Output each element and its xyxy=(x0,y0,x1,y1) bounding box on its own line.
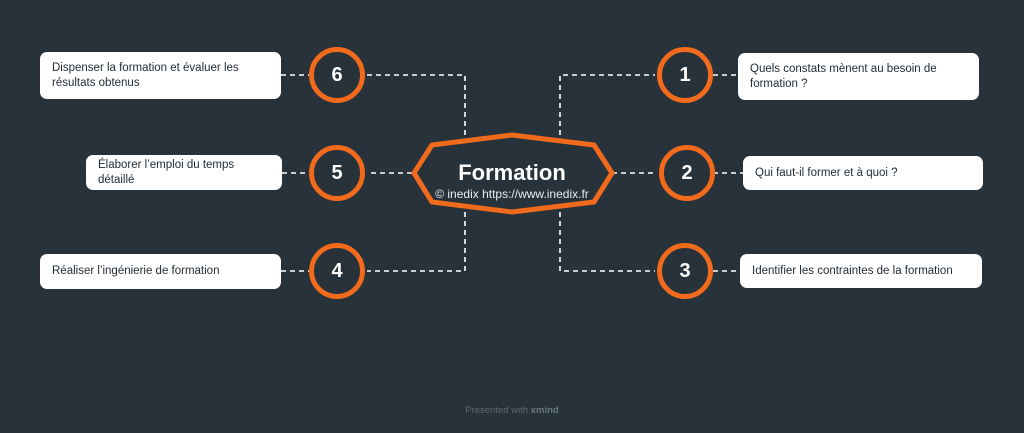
step-5-text: Élaborer l’emploi du temps détaillé xyxy=(98,158,235,186)
copyright-watermark: © inedix https://www.inedix.fr xyxy=(435,187,589,201)
step-1-number: 1 xyxy=(679,63,691,86)
xmind-brand: xmind xyxy=(530,405,559,416)
footer-prefix: Presented with xyxy=(465,405,529,416)
connector-4 xyxy=(367,212,466,272)
connector-6 xyxy=(367,74,466,135)
connector-3 xyxy=(559,212,655,272)
presented-with-footer: Presented with xmind xyxy=(0,405,1024,416)
step-5-number: 5 xyxy=(331,161,343,184)
step-2-text: Qui faut-il former et à quoi ? xyxy=(755,166,898,179)
step-3-circle[interactable]: 3 xyxy=(657,243,713,299)
step-2-circle[interactable]: 2 xyxy=(659,145,715,201)
step-5-circle[interactable]: 5 xyxy=(309,145,365,201)
center-hexagon xyxy=(411,132,615,215)
connector-1 xyxy=(559,74,655,135)
step-5-card[interactable]: Élaborer l’emploi du temps détaillé xyxy=(86,155,282,190)
step-3-number: 3 xyxy=(679,259,691,282)
step-4-text: Réaliser l’ingénierie de formation xyxy=(52,265,220,277)
center-topic-title[interactable]: Formation xyxy=(458,160,566,185)
step-4-number: 4 xyxy=(331,259,343,282)
step-2-number: 2 xyxy=(681,161,693,184)
step-6-circle[interactable]: 6 xyxy=(309,47,365,103)
step-1-text: Quels constats mènent au besoin de forma… xyxy=(750,62,937,90)
step-4-card[interactable]: Réaliser l’ingénierie de formation xyxy=(40,254,281,289)
step-1-card[interactable]: Quels constats mènent au besoin de forma… xyxy=(738,53,979,100)
step-6-card[interactable]: Dispenser la formation et évaluer les ré… xyxy=(40,52,281,99)
step-6-number: 6 xyxy=(331,63,343,86)
step-6-text: Dispenser la formation et évaluer les ré… xyxy=(52,61,239,89)
step-3-text: Identifier les contraintes de la formati… xyxy=(752,264,953,277)
step-3-card[interactable]: Identifier les contraintes de la formati… xyxy=(740,254,982,288)
step-1-circle[interactable]: 1 xyxy=(657,47,713,103)
step-2-card[interactable]: Qui faut-il former et à quoi ? xyxy=(743,156,983,190)
step-4-circle[interactable]: 4 xyxy=(309,243,365,299)
